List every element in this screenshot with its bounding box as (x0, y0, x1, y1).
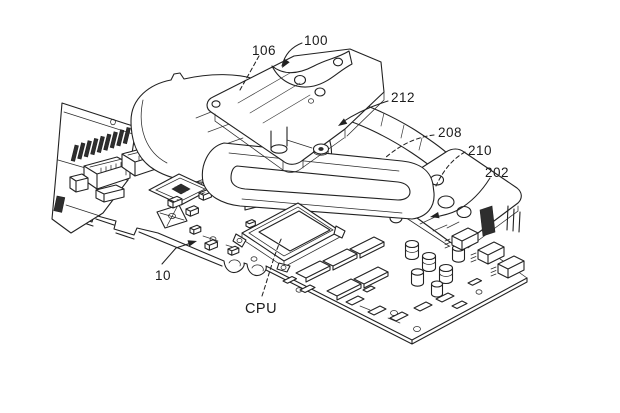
board-notch-arcs (228, 259, 264, 272)
bga-die-grid (174, 185, 189, 193)
plate-106-face (206, 48, 385, 165)
plate-106-tab-hole (211, 100, 221, 108)
arrowhead-212 (338, 118, 348, 126)
cpu-ear-left (232, 233, 247, 248)
plate-106-thickness (214, 91, 385, 173)
screw-212-center (318, 147, 324, 151)
cpu-ear-right (333, 225, 346, 239)
arrowhead-202 (430, 212, 440, 219)
leader-202 (433, 177, 491, 218)
smd-components (282, 275, 483, 322)
connector-1-pins (89, 158, 127, 176)
cube-h (245, 219, 256, 229)
memory-chips (295, 236, 389, 301)
label-106: 106 (252, 43, 276, 58)
leader-100 (281, 42, 303, 67)
mosfet (490, 255, 525, 279)
bracket-foot-slot (53, 195, 66, 213)
cube-e (204, 239, 218, 251)
cpu-assembly (232, 202, 346, 273)
capacitor (421, 251, 437, 273)
board-front-edge (56, 209, 528, 341)
capacitor (430, 280, 444, 298)
leader-10 (161, 242, 192, 265)
shroud-band-ticks (358, 102, 423, 151)
heat-pipe-inner (230, 165, 411, 201)
cpu-ear-bottom (276, 262, 291, 273)
header-pins (506, 205, 521, 233)
cpu-die (258, 210, 331, 252)
cube-a (167, 195, 183, 209)
label-208: 208 (438, 125, 462, 140)
heat-pipe-highlights (228, 152, 403, 214)
cpu-carrier-rim (248, 206, 334, 257)
shroud-hatching (195, 109, 271, 158)
label-cpu: CPU (245, 301, 277, 317)
arrowhead-100 (282, 58, 290, 68)
label-212: 212 (391, 90, 415, 105)
leader-106 (239, 55, 260, 91)
capacitor (410, 268, 425, 287)
connector-1-body (83, 156, 131, 190)
heat-pipe-208 (201, 142, 435, 220)
leader-208 (384, 134, 435, 159)
leader-210 (435, 151, 466, 187)
arrowhead-10 (187, 240, 197, 247)
reference-labels: 100 106 212 208 210 202 10 CPU (155, 33, 509, 317)
cube-g (189, 224, 202, 235)
bracket-screw-hole (110, 118, 116, 126)
bracket-vent-slots (70, 127, 131, 162)
support-post (270, 126, 288, 151)
plate-106-hatching (237, 72, 311, 124)
cube-f (227, 245, 240, 256)
label-210: 210 (468, 143, 492, 158)
connector-small-box (69, 173, 89, 193)
label-10: 10 (155, 268, 171, 283)
retention-plate-106 (206, 48, 385, 173)
shroud-fan-arc (140, 99, 168, 164)
vrm-components (282, 205, 525, 322)
capacitor (404, 239, 420, 261)
plate-106-cutout (271, 50, 353, 88)
support-post-base (270, 144, 288, 154)
capacitor (438, 263, 454, 285)
cube-b (185, 205, 199, 217)
label-202: 202 (485, 165, 509, 180)
label-100: 100 (304, 33, 328, 48)
leader-cpu (261, 236, 283, 297)
dark-component (479, 205, 496, 237)
plate-106-holes (293, 57, 344, 104)
mosfet (470, 241, 505, 265)
box-row (95, 184, 125, 203)
mosfet (444, 227, 479, 251)
bga-inner-border (155, 177, 206, 202)
screw-boss-x (159, 206, 185, 227)
leader-lines (161, 42, 491, 297)
